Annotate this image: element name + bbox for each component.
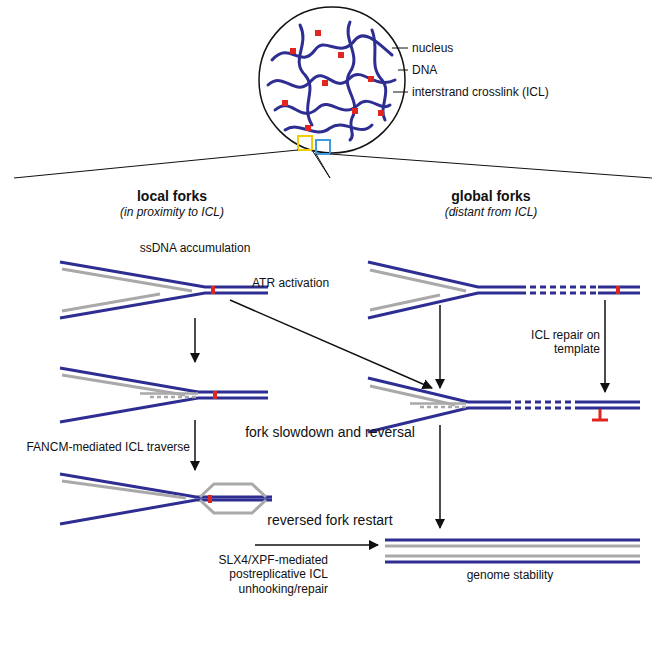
step-label: FANCM-mediated ICL traverse (22, 440, 190, 454)
panel-subheading: (in proximity to ICL) (14, 205, 330, 219)
part-label: DNA (412, 63, 437, 77)
step-label: ATR activation (252, 276, 329, 290)
panel-subheading: (distant from ICL) (330, 205, 652, 219)
stage-label: reversed fork restart (230, 512, 430, 529)
step-label: ssDNA accumulation (135, 241, 255, 255)
part-label: nucleus (412, 41, 453, 55)
step-label: SLX4/XPF-mediated postreplicative ICL un… (150, 553, 328, 596)
outcome-label: genome stability (420, 568, 600, 582)
nucleus-circle (14, 7, 652, 178)
part-label: interstrand crosslink (ICL) (412, 85, 549, 99)
panel-heading: global forks (330, 188, 652, 204)
panel-heading: local forks (14, 188, 330, 204)
step-label: ICL repair on template (520, 328, 600, 357)
global-forks-panel: global forks(distant from ICL) (330, 178, 652, 590)
local-forks-panel: local forks(in proximity to ICL) (14, 178, 330, 590)
stage-label: fork slowdown and reversal (220, 424, 440, 441)
